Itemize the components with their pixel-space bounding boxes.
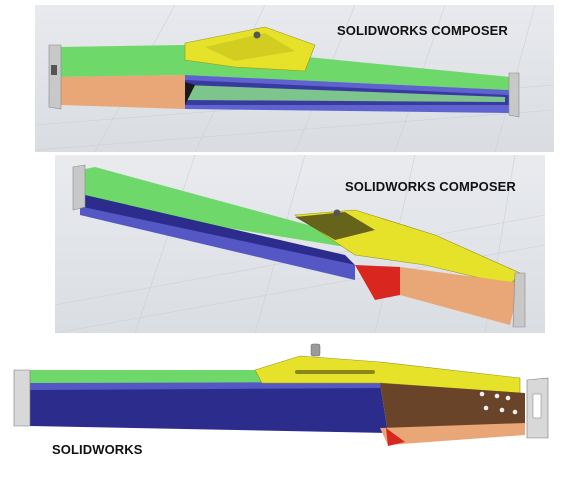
blue-edge (30, 382, 380, 390)
left-end-cap (72, 164, 86, 211)
yellow-plate-shade (205, 33, 295, 61)
left-end-cap (13, 369, 31, 427)
bolt-head (310, 343, 321, 357)
bolt-head (253, 31, 261, 39)
right-end-cap (508, 72, 520, 118)
solidworks-label: SOLIDWORKS (52, 442, 143, 457)
blue-side-face (80, 205, 355, 280)
left-end-cap (48, 44, 62, 110)
red-gusset (386, 428, 405, 446)
green-strip (185, 85, 505, 102)
composer-viewport-top: SOLIDWORKS COMPOSER (35, 5, 554, 152)
yellow-plate (254, 355, 521, 394)
tan-side-face (400, 267, 520, 325)
left-end-slot (51, 65, 57, 75)
composer-label-middle: SOLIDWORKS COMPOSER (345, 179, 516, 194)
beam-model-render-top (35, 5, 554, 152)
navy-stripe (83, 195, 355, 265)
bolt-head (333, 209, 341, 217)
plate-slot (295, 370, 375, 374)
red-gusset (355, 265, 400, 300)
right-end-cap (512, 272, 526, 328)
composer-label-top: SOLIDWORKS COMPOSER (337, 23, 508, 38)
tan-side-face (60, 75, 185, 109)
brown-inner-face (380, 383, 525, 434)
navy-side-face (30, 383, 388, 433)
bolt-holes (479, 391, 518, 415)
solidworks-viewport-bottom: SOLIDWORKS (0, 338, 572, 500)
tan-side-face (380, 423, 525, 445)
right-end-slot (532, 393, 542, 419)
dark-triangle (185, 82, 195, 105)
yellow-plate-shadow (295, 212, 375, 240)
composer-viewport-middle: SOLIDWORKS COMPOSER (55, 155, 545, 333)
beam-model-render-middle (55, 155, 545, 333)
beam-model-render-bottom (0, 338, 572, 500)
